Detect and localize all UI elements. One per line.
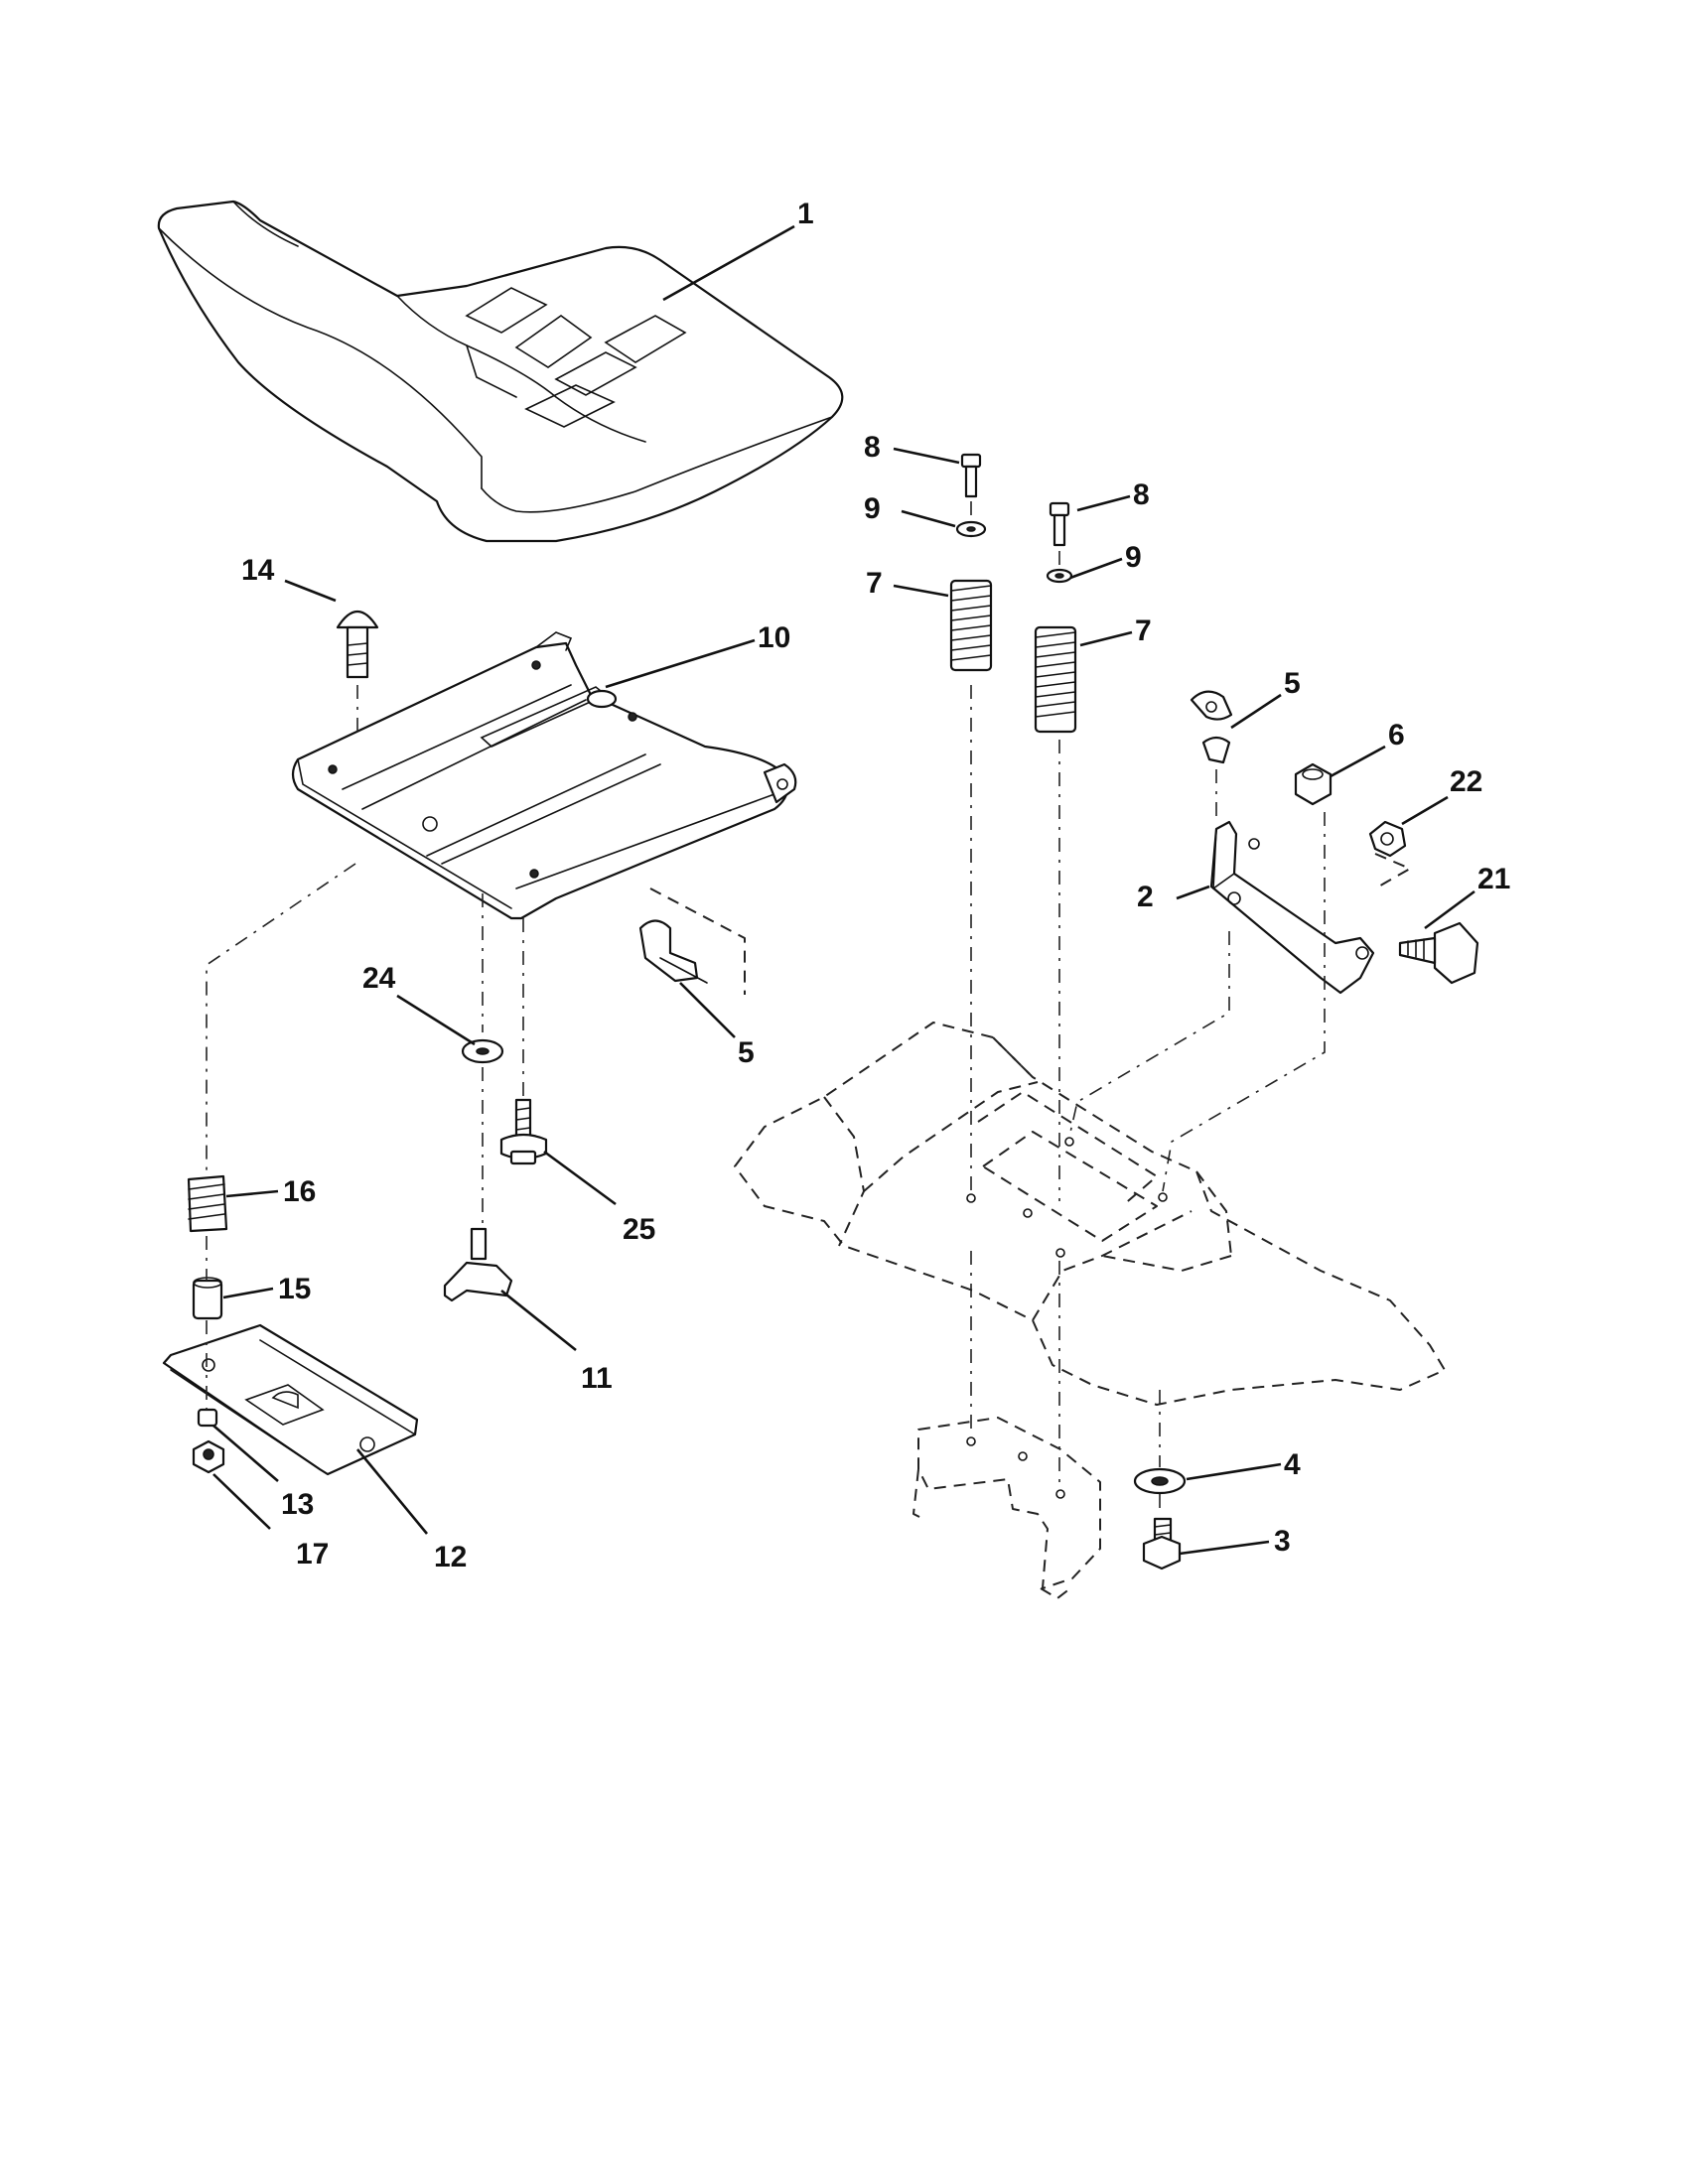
callout-7-right: 7 — [1135, 614, 1152, 647]
callout-7-left: 7 — [866, 567, 883, 600]
spring-right-part — [1034, 625, 1077, 734]
callout-22: 22 — [1450, 765, 1482, 798]
clip-5-lower-part — [638, 887, 746, 995]
callout-8-right: 8 — [1133, 478, 1150, 511]
bolt-8-left-part — [955, 453, 987, 538]
lower-bracket-outline-part — [912, 1417, 1101, 1599]
spacer-15-part — [192, 1277, 223, 1320]
callout-14: 14 — [241, 554, 275, 587]
callout-4: 4 — [1284, 1448, 1301, 1481]
callout-16: 16 — [283, 1175, 316, 1208]
seat-pan-part — [291, 631, 797, 920]
spring-16-part — [187, 1174, 228, 1233]
callout-21: 21 — [1477, 863, 1510, 895]
spring-left-part — [949, 579, 993, 672]
bolt-25-part — [499, 1098, 548, 1165]
callout-2: 2 — [1137, 881, 1154, 913]
bolt-3-part — [1142, 1517, 1182, 1570]
callout-12: 12 — [434, 1541, 467, 1573]
washer-4-part — [1133, 1467, 1187, 1495]
nut-22-part — [1368, 820, 1407, 858]
callout-17: 17 — [296, 1538, 329, 1570]
alignment-lines — [206, 501, 1411, 1514]
callout-15: 15 — [278, 1273, 311, 1305]
callout-1: 1 — [797, 198, 814, 230]
callout-24: 24 — [362, 962, 396, 995]
callout-9-right: 9 — [1125, 541, 1142, 574]
washer-24-part — [461, 1038, 504, 1064]
lock-nut-6-part — [1294, 762, 1333, 806]
callout-6: 6 — [1388, 719, 1405, 751]
callout-5-lower: 5 — [738, 1036, 755, 1069]
bolt-21-part — [1398, 921, 1479, 985]
seat-part — [157, 200, 844, 543]
bolt-8-right-part — [1046, 501, 1073, 584]
callout-25: 25 — [623, 1213, 655, 1246]
callout-11: 11 — [581, 1362, 613, 1395]
callout-3: 3 — [1274, 1525, 1291, 1558]
nut-17-part — [192, 1439, 225, 1474]
clip-5-upper-part — [1190, 690, 1233, 764]
callout-13: 13 — [281, 1488, 314, 1521]
callout-numbers: 1 2 3 4 5 5 6 7 7 8 8 9 9 10 11 12 13 14… — [241, 198, 1510, 1573]
callout-5-upper: 5 — [1284, 667, 1301, 700]
bracket-part — [1209, 820, 1375, 995]
callout-8-left: 8 — [864, 431, 881, 464]
leader-lines — [212, 224, 1475, 1556]
plate-12-part — [162, 1323, 419, 1476]
nut-13-part — [197, 1408, 218, 1428]
callout-9-left: 9 — [864, 492, 881, 525]
knob-11-part — [443, 1227, 513, 1302]
fender-outline-part — [734, 1022, 1446, 1406]
carriage-bolt-part — [336, 610, 379, 679]
callout-10: 10 — [758, 621, 790, 654]
